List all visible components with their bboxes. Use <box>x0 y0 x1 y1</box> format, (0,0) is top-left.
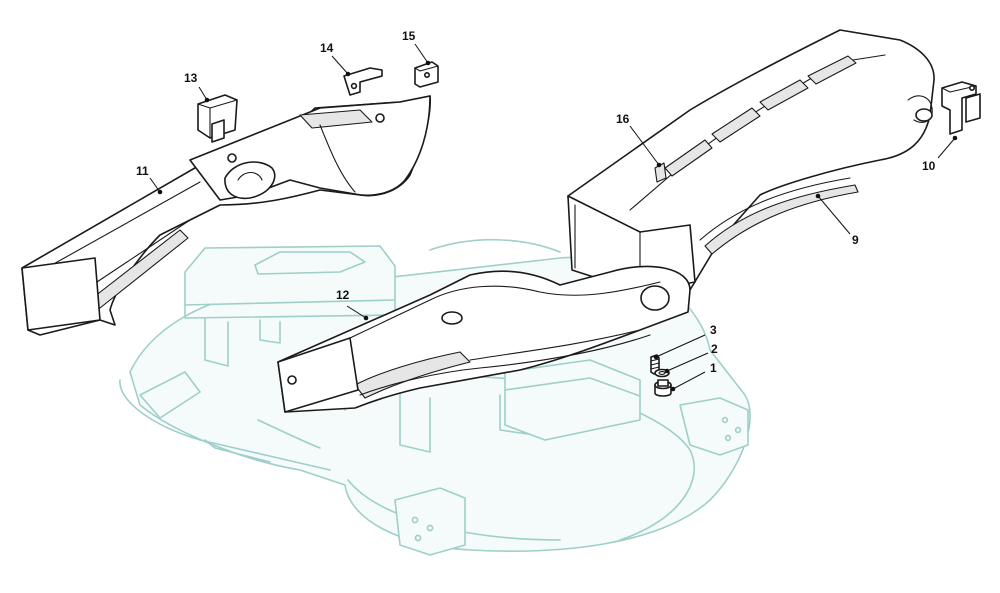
part-11-left-duct <box>21 95 431 336</box>
callout-12: 12 <box>336 288 350 302</box>
callout-14: 14 <box>320 41 334 55</box>
callout-1: 1 <box>710 361 717 375</box>
part-9-rear-duct <box>567 29 935 299</box>
callout-11: 11 <box>136 164 149 178</box>
callout-15: 15 <box>402 29 416 43</box>
callout-2: 2 <box>711 342 718 356</box>
callout-3: 3 <box>710 323 717 337</box>
callout-13: 13 <box>184 71 198 85</box>
part-12-lower-duct <box>277 265 691 413</box>
part-14-bracket <box>343 67 383 96</box>
part-13-bracket <box>197 94 238 143</box>
part-15-bracket <box>414 61 439 88</box>
leader-lines <box>149 43 958 392</box>
callout-10: 10 <box>922 159 936 173</box>
part-10-bracket <box>941 81 981 135</box>
callout-16: 16 <box>616 112 630 126</box>
callout-9: 9 <box>852 233 859 247</box>
callout-labels: 1 2 3 9 10 11 12 13 14 15 16 <box>136 29 936 375</box>
fastener-stack <box>650 354 672 397</box>
